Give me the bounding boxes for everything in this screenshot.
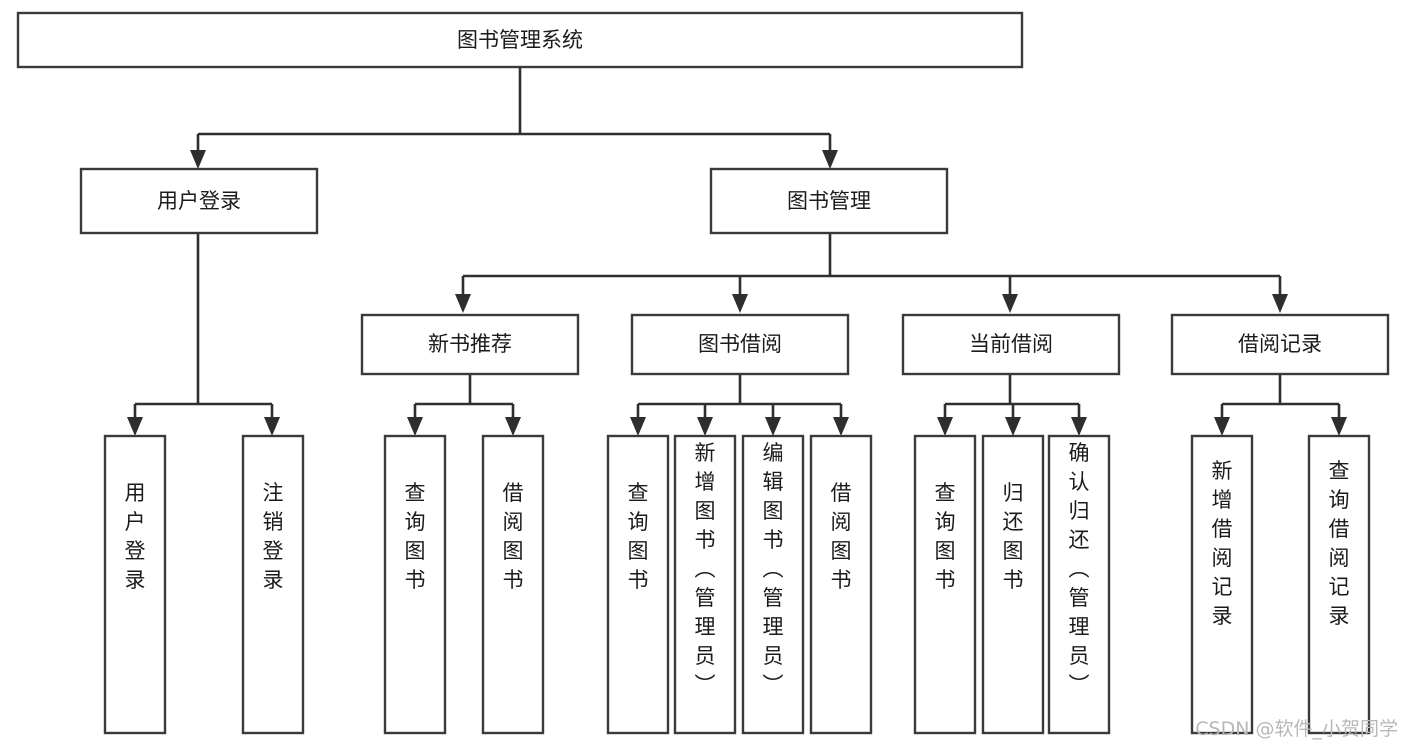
csdn-watermark: CSDN @软件_小贺同学 [1195, 718, 1398, 740]
arrow-head-icon [1002, 294, 1018, 313]
node-leaf-user-login[interactable]: 用户登录 [103, 434, 167, 735]
node-leaf-query-book-1-label: 查询图书 [405, 481, 426, 592]
node-leaf-return-book-box[interactable] [981, 434, 1045, 735]
node-leaf-confirm-return[interactable]: 确认归还︵管理员︶ [1047, 434, 1111, 735]
arrow-head-icon [407, 417, 423, 436]
node-book-manage-box[interactable] [709, 167, 949, 235]
node-leaf-user-logout-box[interactable] [241, 434, 305, 735]
node-leaf-query-book-1[interactable]: 查询图书 [383, 434, 447, 735]
node-leaf-user-logout[interactable]: 注销登录 [241, 434, 305, 735]
node-leaf-confirm-return-label: 确认归还︵管理员︶ [1069, 441, 1090, 697]
connector-group [127, 67, 1347, 436]
arrow-head-icon [937, 417, 953, 436]
node-leaf-add-book[interactable]: 新增图书︵管理员︶ [673, 434, 737, 735]
node-leaf-query-book-1-box[interactable] [383, 434, 447, 735]
node-current-borrow-box[interactable] [901, 313, 1121, 376]
node-user-login[interactable]: 用户登录 [79, 167, 319, 235]
node-current-borrow-label: 当前借阅 [969, 332, 1053, 356]
node-leaf-query-record-label: 查询借阅记录 [1329, 459, 1350, 628]
node-leaf-user-login-box[interactable] [103, 434, 167, 735]
node-leaf-query-record[interactable]: 查询借阅记录 [1307, 434, 1371, 735]
node-leaf-borrow-book-1-label: 借阅图书 [503, 481, 524, 592]
arrow-head-icon [822, 150, 838, 169]
node-leaf-borrow-book-2-box[interactable] [809, 434, 873, 735]
arrow-head-icon [697, 417, 713, 436]
node-leaf-confirm-return-box[interactable] [1047, 434, 1111, 735]
node-user-login-label: 用户登录 [157, 189, 241, 213]
node-leaf-add-book-box[interactable] [673, 434, 737, 735]
arrow-head-icon [455, 294, 471, 313]
node-leaf-query-book-2-box[interactable] [606, 434, 670, 735]
node-root-box[interactable] [16, 11, 1024, 69]
node-leaf-query-record-box[interactable] [1307, 434, 1371, 735]
node-borrow-record[interactable]: 借阅记录 [1170, 313, 1390, 376]
node-user-login-box[interactable] [79, 167, 319, 235]
node-leaf-edit-book[interactable]: 编辑图书︵管理员︶ [741, 434, 805, 735]
node-leaf-query-book-2[interactable]: 查询图书 [606, 434, 670, 735]
node-leaf-user-logout-label: 注销登录 [263, 481, 284, 592]
arrow-head-icon [505, 417, 521, 436]
node-borrow-record-box[interactable] [1170, 313, 1390, 376]
node-leaf-query-book-2-label: 查询图书 [628, 481, 649, 592]
node-borrow-record-label: 借阅记录 [1238, 332, 1322, 356]
arrow-head-icon [127, 417, 143, 436]
node-book-manage-label: 图书管理 [787, 189, 871, 213]
arrow-head-icon [190, 150, 206, 169]
node-leaf-return-book[interactable]: 归还图书 [981, 434, 1045, 735]
node-new-book-recommend[interactable]: 新书推荐 [360, 313, 580, 376]
node-leaf-add-book-label: 新增图书︵管理员︶ [695, 441, 716, 697]
arrow-head-icon [264, 417, 280, 436]
node-current-borrow[interactable]: 当前借阅 [901, 313, 1121, 376]
node-leaf-borrow-book-1-box[interactable] [481, 434, 545, 735]
node-leaf-edit-book-box[interactable] [741, 434, 805, 735]
node-leaf-borrow-book-1[interactable]: 借阅图书 [481, 434, 545, 735]
node-book-manage[interactable]: 图书管理 [709, 167, 949, 235]
arrow-head-icon [1331, 417, 1347, 436]
node-leaf-edit-book-label: 编辑图书︵管理员︶ [763, 441, 784, 697]
node-new-book-recommend-box[interactable] [360, 313, 580, 376]
node-leaf-query-book-3[interactable]: 查询图书 [913, 434, 977, 735]
arrow-head-icon [1214, 417, 1230, 436]
node-book-borrow-label: 图书借阅 [698, 332, 782, 356]
node-root-label: 图书管理系统 [457, 28, 583, 52]
arrow-head-icon [1071, 417, 1087, 436]
node-leaf-borrow-book-2[interactable]: 借阅图书 [809, 434, 873, 735]
node-leaf-query-book-3-box[interactable] [913, 434, 977, 735]
arrow-head-icon [1272, 294, 1288, 313]
node-new-book-recommend-label: 新书推荐 [428, 332, 512, 356]
arrow-head-icon [765, 417, 781, 436]
node-leaf-add-record-box[interactable] [1190, 434, 1254, 735]
arrow-head-icon [833, 417, 849, 436]
node-leaf-add-record[interactable]: 新增借阅记录 [1190, 434, 1254, 735]
node-leaf-borrow-book-2-label: 借阅图书 [831, 481, 852, 592]
node-root[interactable]: 图书管理系统 [16, 11, 1024, 69]
arrow-head-icon [630, 417, 646, 436]
node-leaf-add-record-label: 新增借阅记录 [1212, 459, 1233, 628]
arrow-head-icon [732, 294, 748, 313]
node-leaf-return-book-label: 归还图书 [1003, 481, 1024, 592]
node-book-borrow-box[interactable] [630, 313, 850, 376]
node-book-borrow[interactable]: 图书借阅 [630, 313, 850, 376]
arrow-head-icon [1005, 417, 1021, 436]
node-leaf-user-login-label: 用户登录 [125, 481, 146, 592]
node-leaf-query-book-3-label: 查询图书 [935, 481, 956, 592]
